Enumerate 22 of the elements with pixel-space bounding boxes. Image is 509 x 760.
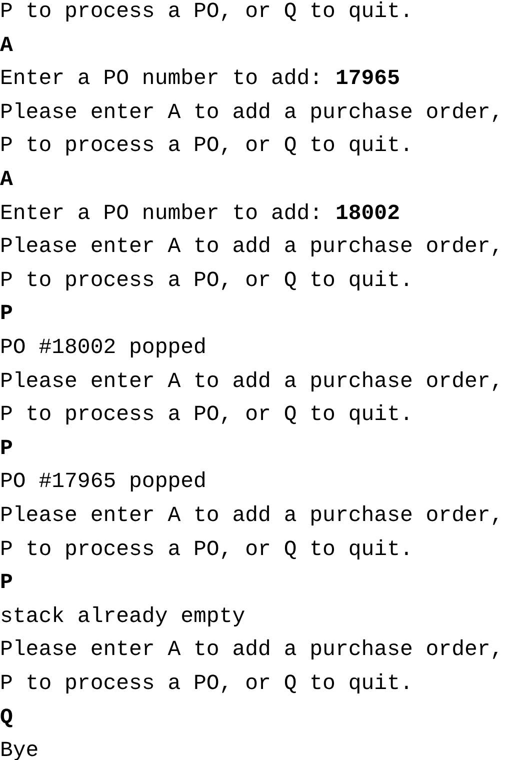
console-output-line: P to process a PO, or Q to quit. [0, 671, 413, 697]
user-input-line: A [0, 32, 13, 59]
console-output-line: Please enter A to add a purchase order, [0, 234, 504, 260]
console-output-line: P to process a PO, or Q to quit. [0, 536, 413, 563]
console-output-line: Enter a PO number to add: 18002 [0, 200, 400, 227]
console-output-line: PO #18002 popped [0, 335, 206, 361]
console-output-line: stack already empty [0, 604, 246, 630]
console-output-line: Please enter A to add a purchase order, [0, 368, 504, 395]
console-output-line: Please enter A to add a purchase order, [0, 503, 504, 529]
user-input-line: A [0, 167, 13, 193]
console-output-line: P to process a PO, or Q to quit. [0, 268, 413, 294]
console-output-line: PO #17965 popped [0, 469, 206, 496]
user-input-line: P [0, 570, 13, 596]
console-output-line: Enter a PO number to add: 17965 [0, 66, 400, 92]
console-output-line: Please enter A to add a purchase order, [0, 637, 504, 664]
user-input-line: Q [0, 704, 13, 731]
user-input-line: P [0, 436, 13, 462]
user-input-line: P [0, 301, 13, 328]
console-output-line: P to process a PO, or Q to quit. [0, 133, 413, 160]
console-output-line: P to process a PO, or Q to quit. [0, 402, 413, 428]
console-output-line: P to process a PO, or Q to quit. [0, 0, 413, 25]
console-output-line: Please enter A to add a purchase order, [0, 100, 504, 126]
